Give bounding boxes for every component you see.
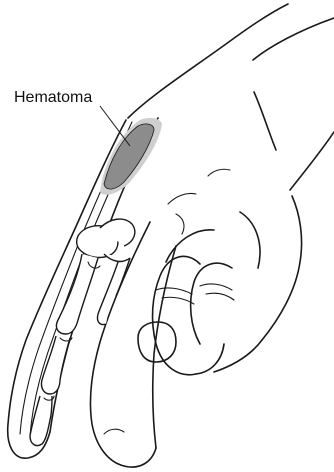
hand-outline — [8, 4, 334, 467]
hematoma-label: Hematoma — [14, 89, 92, 106]
finger-bones — [30, 219, 135, 446]
hematoma-region — [100, 118, 162, 195]
